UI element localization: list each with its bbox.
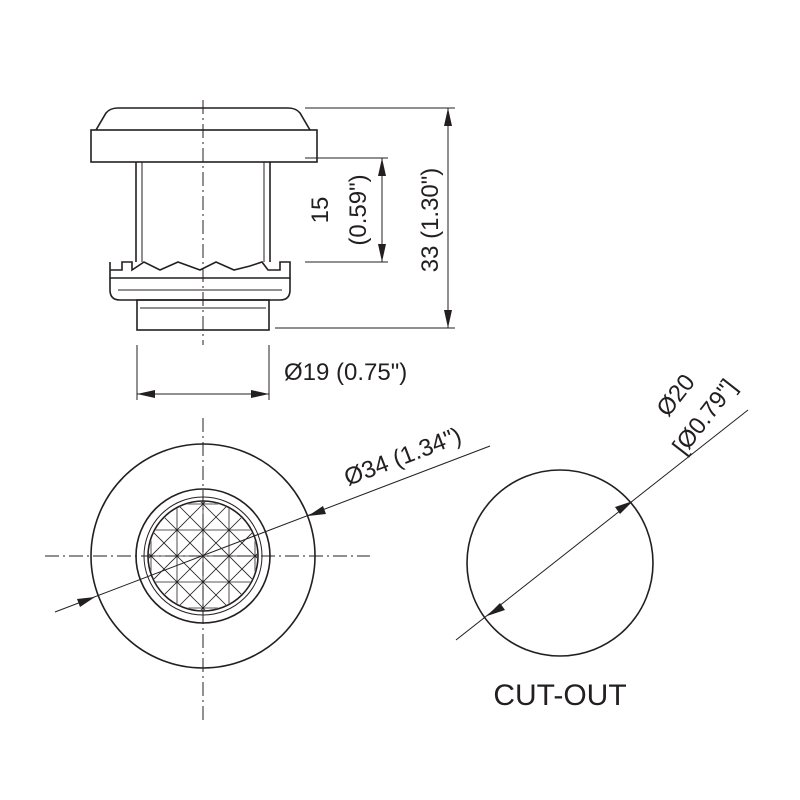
side-dimensions: 15 (0.59") 33 (1.30") Ø19 (0.75") <box>136 107 455 400</box>
cutout-label: CUT-OUT <box>493 679 626 712</box>
dim-text-flange-diameter: Ø34 (1.34") <box>340 422 465 491</box>
serrated-nut-teeth <box>109 261 291 279</box>
serrated-nut-base <box>109 278 291 301</box>
cutout-circle <box>466 469 654 657</box>
dim-text-body-height-value: 15 <box>307 197 334 224</box>
cap-dome <box>95 107 311 131</box>
dim-line-flange-diameter <box>54 445 491 613</box>
dim-text-overall-height: 33 (1.30") <box>417 168 444 273</box>
side-view <box>90 100 318 345</box>
bottom-stub <box>136 299 270 331</box>
dim-line-cutout-diameter <box>455 409 749 641</box>
dim-text-body-diameter: Ø19 (0.75") <box>284 359 407 386</box>
lens-face <box>147 500 259 612</box>
cap-flange <box>90 129 318 163</box>
lens-ring-inner <box>143 496 263 616</box>
dim-text-body-height-inch: (0.59") <box>345 174 372 245</box>
outer-flange-circle <box>90 443 316 669</box>
lens-ring-outer <box>135 488 271 624</box>
cutout-view: Ø20 [Ø0.79"] CUT-OUT <box>455 369 749 712</box>
front-view: Ø34 (1.34") <box>45 418 491 720</box>
